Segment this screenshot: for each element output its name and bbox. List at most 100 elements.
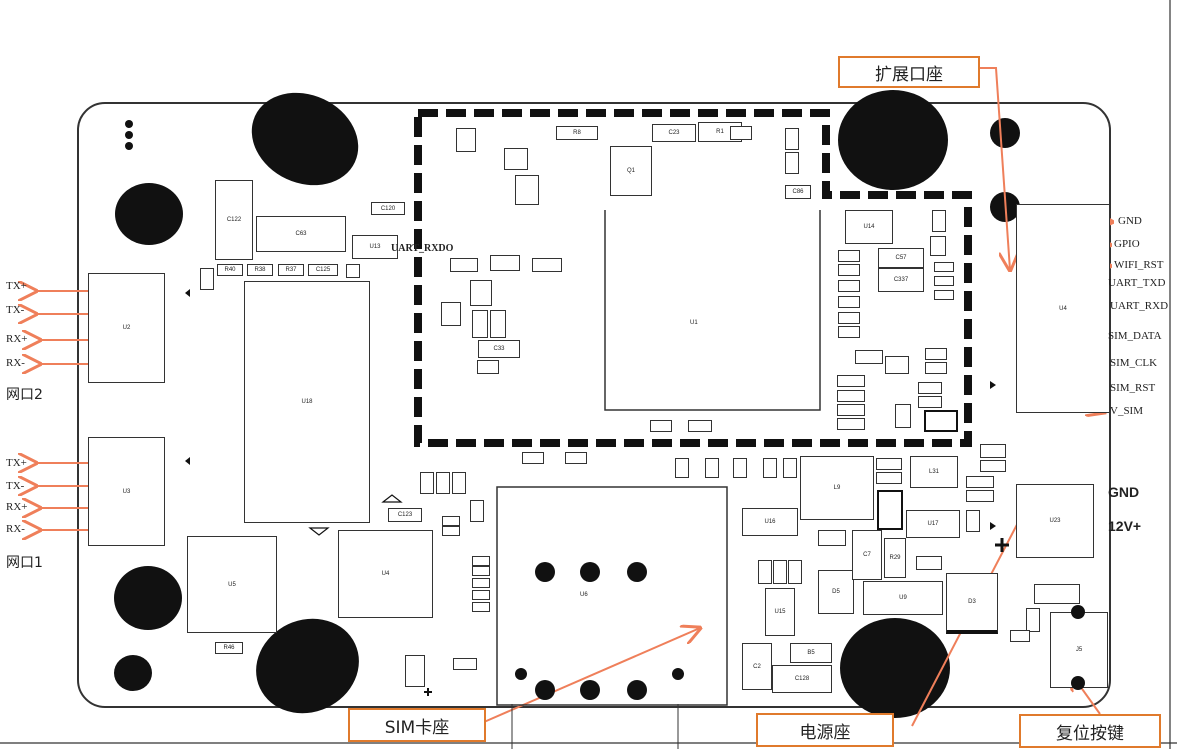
smd-part bbox=[441, 302, 461, 326]
network-port-2-label: 网口2 bbox=[6, 387, 43, 403]
chip-u4: U4 bbox=[338, 530, 433, 618]
smd-part bbox=[895, 404, 911, 428]
cap-c86: C86 bbox=[785, 185, 811, 199]
resistor-r46: R46 bbox=[215, 642, 243, 654]
module-u1: U1 bbox=[690, 320, 698, 326]
callout-expansion-port: 扩展口座 bbox=[838, 56, 980, 88]
smd-part bbox=[925, 348, 947, 360]
exp-pin-v-sim: V_SIM bbox=[1110, 405, 1144, 417]
smd-part bbox=[837, 418, 865, 430]
smd-part bbox=[1034, 584, 1080, 604]
power-12v-label: 12V+ bbox=[1108, 518, 1142, 534]
cap-c7: C7 bbox=[852, 530, 882, 580]
smd-part bbox=[918, 396, 942, 408]
smd-part bbox=[477, 360, 499, 374]
expansion-header-u4: U4 bbox=[1016, 204, 1110, 413]
smd-part bbox=[472, 590, 490, 600]
smd-part bbox=[650, 420, 672, 432]
port1-pin-rx-plus: RX+ bbox=[6, 501, 28, 513]
exp-pin-uart-txd: UART_TXD bbox=[1108, 277, 1166, 289]
sim-socket-label: U6 bbox=[580, 592, 588, 598]
smd-part bbox=[925, 362, 947, 374]
ethernet-transformer-u2: U2 bbox=[88, 273, 165, 383]
sim-contact bbox=[672, 668, 684, 680]
smd-part bbox=[930, 236, 946, 256]
chip-u16: U16 bbox=[742, 508, 798, 536]
smd-part bbox=[688, 420, 712, 432]
smd-part bbox=[453, 658, 477, 670]
smd-part bbox=[838, 326, 860, 338]
smd-part bbox=[838, 264, 860, 276]
button-pin bbox=[1071, 605, 1085, 619]
smd-part bbox=[855, 350, 883, 364]
resistor-r37: R37 bbox=[278, 264, 304, 276]
smd-part bbox=[346, 264, 360, 278]
smd-part bbox=[966, 490, 994, 502]
smd-part bbox=[405, 655, 425, 687]
smd-part bbox=[470, 500, 484, 522]
cap-c63: C63 bbox=[256, 216, 346, 252]
smd-part bbox=[837, 375, 865, 387]
smd-part bbox=[763, 458, 777, 478]
diode-d5: D5 bbox=[818, 570, 854, 614]
smd-part bbox=[733, 458, 747, 478]
cap-c123: C123 bbox=[388, 508, 422, 522]
power-gnd-label: GND bbox=[1108, 484, 1140, 500]
button-pin bbox=[1071, 676, 1085, 690]
chip-u15: U15 bbox=[765, 588, 795, 636]
led-dot bbox=[125, 142, 133, 150]
smd-part bbox=[934, 276, 954, 286]
smd-part bbox=[966, 510, 980, 532]
cap-c23: C23 bbox=[652, 124, 696, 142]
smd-part bbox=[522, 452, 544, 464]
exp-pin-gpio: GPIO bbox=[1114, 238, 1140, 250]
smd-part bbox=[200, 268, 214, 290]
smd-part bbox=[783, 458, 797, 478]
smd-part bbox=[877, 490, 903, 530]
sim-contact bbox=[515, 668, 527, 680]
exp-pin-sim-clk: SIM_CLK bbox=[1110, 357, 1158, 369]
smd-part bbox=[730, 126, 752, 140]
mounting-hole bbox=[114, 566, 182, 630]
smd-part bbox=[490, 255, 520, 271]
chip-q1: Q1 bbox=[610, 146, 652, 196]
exp-pin-sim-rst: SIM_RST bbox=[1110, 382, 1156, 394]
cap-c120: C120 bbox=[371, 202, 405, 215]
smd-part bbox=[785, 128, 799, 150]
smd-part bbox=[924, 410, 958, 432]
smd-part bbox=[838, 250, 860, 262]
smd-part bbox=[788, 560, 802, 584]
smd-part bbox=[885, 356, 909, 374]
cap-c337: C337 bbox=[878, 268, 924, 292]
chip-c33: C33 bbox=[478, 340, 520, 358]
mounting-hole bbox=[840, 618, 950, 718]
sim-contact bbox=[580, 680, 600, 700]
smd-part bbox=[980, 444, 1006, 458]
led-dot bbox=[125, 131, 133, 139]
sim-contact bbox=[535, 680, 555, 700]
smd-part bbox=[515, 175, 539, 205]
smd-part bbox=[472, 602, 490, 612]
port2-pin-tx-plus: TX+ bbox=[6, 280, 27, 292]
smd-part bbox=[472, 566, 490, 576]
smd-part bbox=[932, 210, 946, 232]
smd-part bbox=[876, 472, 902, 484]
smd-part bbox=[918, 382, 942, 394]
resistor-r40: R40 bbox=[217, 264, 243, 276]
chip-u18: U18 bbox=[244, 281, 370, 523]
chip-u9: U9 bbox=[863, 581, 943, 615]
smd-part bbox=[442, 516, 460, 526]
cap-c125: C125 bbox=[308, 264, 338, 276]
callout-reset-button: 复位按键 bbox=[1019, 714, 1161, 748]
smd-part bbox=[758, 560, 772, 584]
uart-rxd-silkscreen: UART_RXDO bbox=[391, 243, 454, 254]
cap-c128: C128 bbox=[772, 665, 832, 693]
smd-part bbox=[565, 452, 587, 464]
inductor-l31: L31 bbox=[910, 456, 958, 488]
smd-part bbox=[838, 312, 860, 324]
sim-contact bbox=[627, 562, 647, 582]
mounting-hole bbox=[115, 183, 183, 245]
port1-pin-tx-plus: TX+ bbox=[6, 457, 27, 469]
port1-pin-tx-minus: TX- bbox=[6, 480, 25, 492]
sim-contact bbox=[627, 680, 647, 700]
